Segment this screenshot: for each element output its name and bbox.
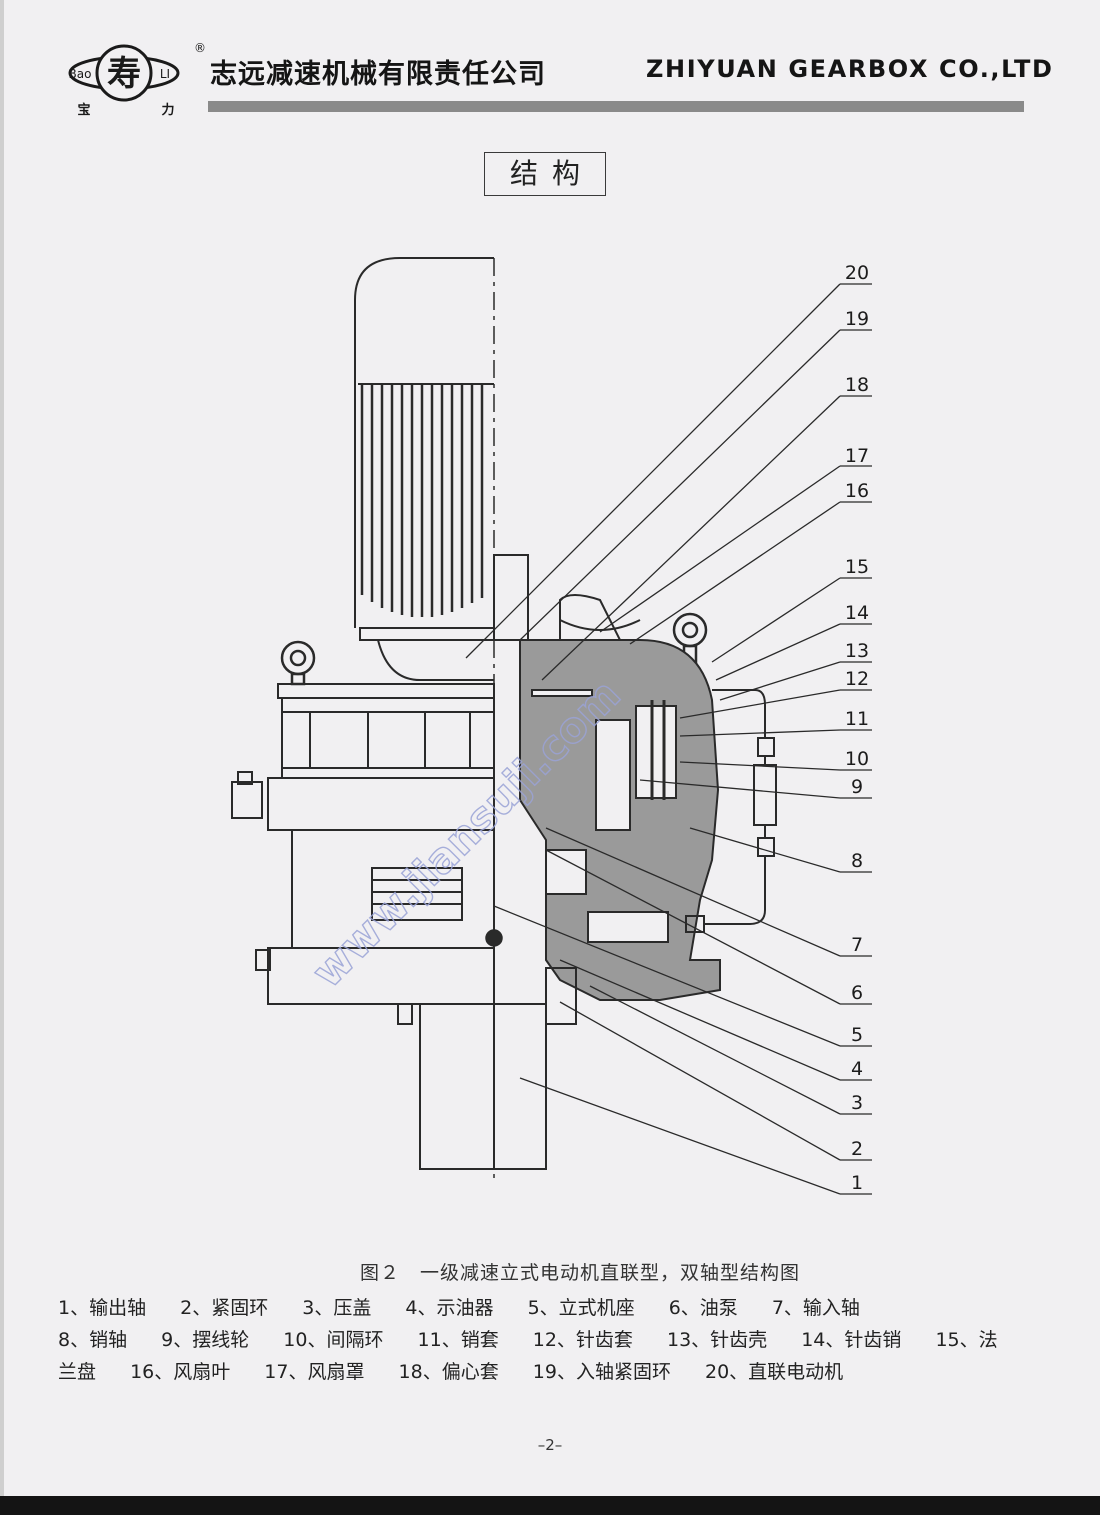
label-19: 19 [845, 308, 869, 330]
part-item: 10、间隔环 [283, 1329, 384, 1351]
part-item: 14、针齿销 [801, 1329, 902, 1351]
part-item: 11、销套 [417, 1329, 499, 1351]
label-20: 20 [845, 262, 869, 284]
label-15: 15 [845, 556, 869, 578]
part-item: 2、紧固环 [180, 1297, 269, 1319]
part-item: 20、直联电动机 [705, 1361, 844, 1383]
registered-mark: ® [194, 41, 206, 55]
parts-list: 1、输出轴 2、紧固环 3、压盖 4、示油器 5、立式机座 6、油泵 7、输入轴… [58, 1292, 1058, 1388]
figure-caption: 图２ 一级减速立式电动机直联型，双轴型结构图 [359, 1262, 800, 1284]
parts-line-3: 兰盘 16、风扇叶 17、风扇罩 18、偏心套 19、入轴紧固环 20、直联电动… [58, 1356, 1058, 1388]
label-13: 13 [845, 640, 869, 662]
part-item: 12、针齿套 [532, 1329, 633, 1351]
part-item: 13、针齿壳 [666, 1329, 768, 1351]
logo-text-left: Bao [69, 67, 92, 81]
label-1: 1 [851, 1172, 863, 1194]
page-number: –2– [537, 1436, 563, 1454]
label-5: 5 [851, 1024, 863, 1046]
part-number-labels: 20 19 18 17 16 15 14 13 12 11 10 9 8 7 6… [845, 262, 869, 1194]
company-name-en: ZHIYUAN GEARBOX CO.,LTD [646, 55, 1054, 83]
parts-line-1: 1、输出轴 2、紧固环 3、压盖 4、示油器 5、立式机座 6、油泵 7、输入轴 [58, 1292, 1058, 1324]
part-item: 兰盘 [58, 1361, 97, 1383]
label-4: 4 [851, 1058, 863, 1080]
part-item: 5、立式机座 [527, 1297, 635, 1319]
part-item: 19、入轴紧固环 [532, 1361, 671, 1383]
logo-glyph: 寿 [107, 54, 141, 94]
label-8: 8 [851, 850, 863, 872]
gearbox-section [519, 594, 721, 1001]
logo-char-left: 宝 [77, 102, 90, 118]
header-rule [208, 101, 1024, 112]
part-item: 7、输入轴 [771, 1297, 860, 1319]
label-9: 9 [851, 776, 863, 798]
label-3: 3 [851, 1092, 863, 1114]
eyebolt-left [280, 640, 316, 686]
label-11: 11 [845, 708, 869, 730]
part-item: 8、销轴 [58, 1329, 128, 1351]
bottom-band [0, 1496, 1100, 1515]
oil-pipe [685, 689, 777, 933]
label-2: 2 [851, 1138, 863, 1160]
section-title: 结构 [484, 152, 606, 196]
part-item: 18、偏心套 [398, 1361, 499, 1383]
logo-text-right: LI [160, 67, 170, 81]
label-17: 17 [845, 445, 869, 467]
part-item: 6、油泵 [668, 1297, 738, 1319]
part-item: 1、输出轴 [58, 1297, 147, 1319]
output-shaft [493, 967, 577, 1170]
part-item: 15、法 [935, 1329, 998, 1351]
label-12: 12 [845, 668, 869, 690]
part-item: 16、风扇叶 [130, 1361, 231, 1383]
part-item: 4、示油器 [405, 1297, 494, 1319]
label-16: 16 [845, 480, 869, 502]
label-7: 7 [851, 934, 863, 956]
label-10: 10 [845, 748, 869, 770]
part-item: 17、风扇罩 [264, 1361, 365, 1383]
logo-char-right: 力 [161, 102, 174, 118]
leader-lines [465, 283, 872, 1195]
label-6: 6 [851, 982, 863, 1004]
company-name-cn: 志远减速机械有限责任公司 [210, 59, 546, 90]
parts-line-2: 8、销轴 9、摆线轮 10、间隔环 11、销套 12、针齿套 13、针齿壳 14… [58, 1324, 1058, 1356]
baoli-logo: 寿 Bao LI 宝 力 ® [68, 41, 206, 118]
page-edge [0, 0, 4, 1515]
part-item: 9、摆线轮 [161, 1329, 250, 1351]
part-item: 3、压盖 [302, 1297, 372, 1319]
label-18: 18 [845, 374, 869, 396]
label-14: 14 [845, 602, 869, 624]
motor [354, 257, 529, 681]
